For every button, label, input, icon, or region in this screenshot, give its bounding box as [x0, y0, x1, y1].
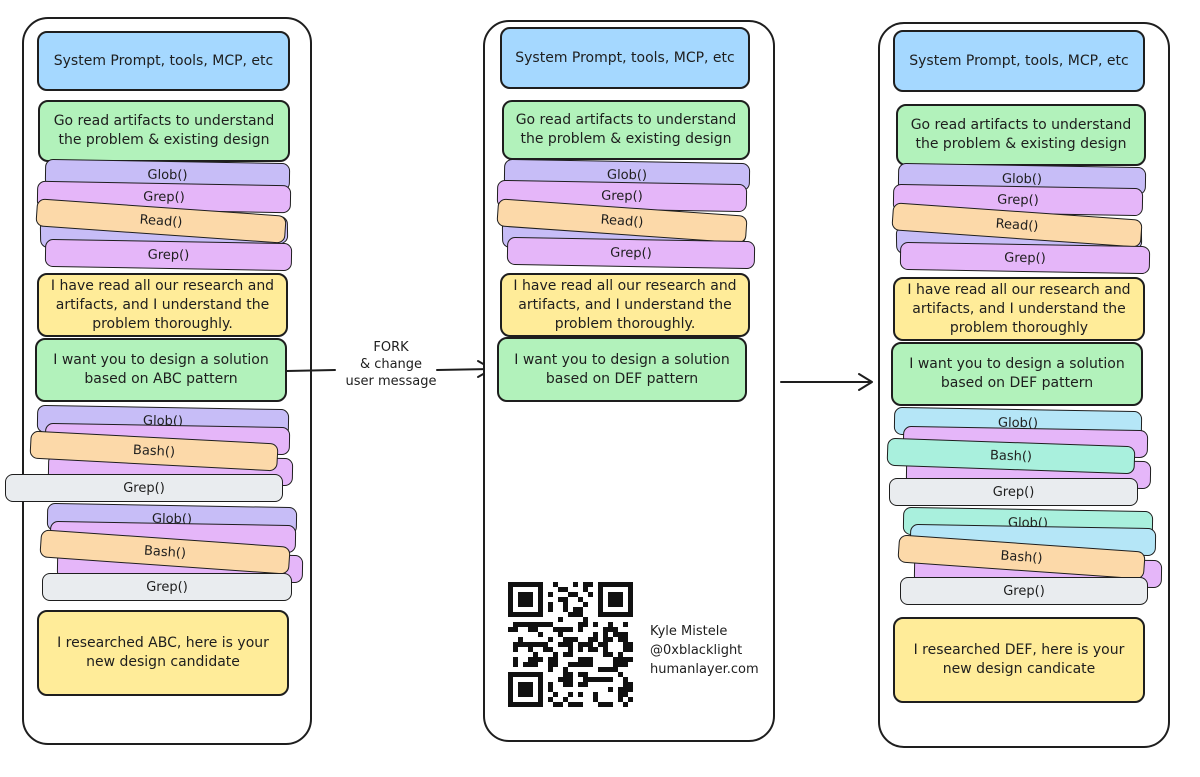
system-prompt-box: System Prompt, tools, MCP, etc — [893, 30, 1145, 92]
tool-label: Grep() — [610, 245, 652, 261]
read-task-text: Go read artifacts to understand the prob… — [53, 113, 275, 148]
qr-code — [508, 582, 633, 707]
author-name: Kyle Mistele — [650, 624, 728, 639]
tool-label: Grep() — [601, 188, 643, 204]
tool-call-grep: Grep() — [44, 238, 293, 272]
user-message-box: I want you to design a solution based on… — [35, 338, 287, 402]
fork-label-line: FORK — [373, 340, 409, 355]
tool-label: Grep() — [147, 247, 190, 263]
system-prompt-box: System Prompt, tools, MCP, etc — [500, 27, 750, 89]
user-message-box: I want you to design a solution based on… — [497, 337, 747, 402]
understood-box: I have read all our research and artifac… — [500, 273, 750, 337]
result-text: I researched DEF, here is your new desig… — [913, 642, 1125, 677]
tool-label: Read() — [995, 216, 1039, 234]
understood-text: I have read all our research and artifac… — [513, 277, 737, 332]
user-message-box: I want you to design a solution based on… — [891, 342, 1143, 406]
user-message-text: I want you to design a solution based on… — [514, 351, 730, 387]
system-prompt-box: System Prompt, tools, MCP, etc — [37, 31, 290, 91]
tool-label: Glob() — [147, 167, 188, 183]
system-prompt-text: System Prompt, tools, MCP, etc — [515, 49, 735, 66]
tool-label: Grep() — [997, 192, 1039, 208]
read-task-box: Go read artifacts to understand the prob… — [896, 104, 1146, 166]
understood-box: I have read all our research and artifac… — [893, 277, 1145, 341]
fork-label-line: user message — [345, 374, 437, 389]
tool-label: Bash() — [989, 447, 1033, 465]
tool-call-grep: Grep() — [889, 478, 1138, 506]
tool-call-grep: Grep() — [506, 236, 756, 270]
tool-call-grep: Grep() — [900, 577, 1148, 605]
tool-call-grep: Grep() — [5, 474, 283, 502]
fork-label-line: & change — [359, 357, 423, 372]
tool-call-grep: Grep() — [42, 573, 292, 601]
understood-text: I have read all our research and artifac… — [907, 281, 1131, 336]
tool-label: Grep() — [146, 579, 188, 595]
system-prompt-text: System Prompt, tools, MCP, etc — [53, 52, 274, 69]
tool-label: Read() — [139, 212, 183, 230]
tool-label: Bash() — [143, 543, 187, 561]
result-text: I researched ABC, here is your new desig… — [57, 635, 269, 670]
author-credit: Kyle Mistele @0xblacklight humanlayer.co… — [650, 622, 759, 679]
read-task-text: Go read artifacts to understand the prob… — [910, 117, 1132, 152]
author-handle: @0xblacklight — [650, 643, 743, 658]
result-box: I researched ABC, here is your new desig… — [37, 610, 289, 696]
tool-label: Grep() — [992, 484, 1035, 500]
tool-label: Read() — [600, 212, 644, 230]
read-task-text: Go read artifacts to understand the prob… — [515, 112, 737, 147]
read-task-box: Go read artifacts to understand the prob… — [502, 100, 750, 160]
tool-label: Glob() — [606, 167, 648, 183]
tool-label: Bash() — [132, 442, 176, 460]
user-message-text: I want you to design a solution based on… — [909, 356, 1125, 391]
user-message-text: I want you to design a solution based on… — [53, 352, 269, 387]
tool-label: Glob() — [1001, 171, 1043, 187]
system-prompt-text: System Prompt, tools, MCP, etc — [909, 52, 1129, 69]
fork-label: FORK & change user message — [335, 339, 447, 390]
read-task-box: Go read artifacts to understand the prob… — [38, 100, 290, 162]
understood-text: I have read all our research and artifac… — [50, 277, 275, 332]
understood-box: I have read all our research and artifac… — [37, 273, 288, 337]
tool-label: Grep() — [1004, 250, 1046, 266]
continue-arrow — [780, 373, 873, 391]
tool-label: Grep() — [123, 480, 165, 496]
tool-call-grep: Grep() — [899, 241, 1151, 275]
tool-label: Grep() — [1003, 583, 1045, 599]
tool-label: Bash() — [999, 548, 1043, 566]
author-site: humanlayer.com — [650, 662, 759, 677]
tool-label: Grep() — [143, 189, 185, 205]
result-box: I researched DEF, here is your new desig… — [893, 617, 1145, 703]
